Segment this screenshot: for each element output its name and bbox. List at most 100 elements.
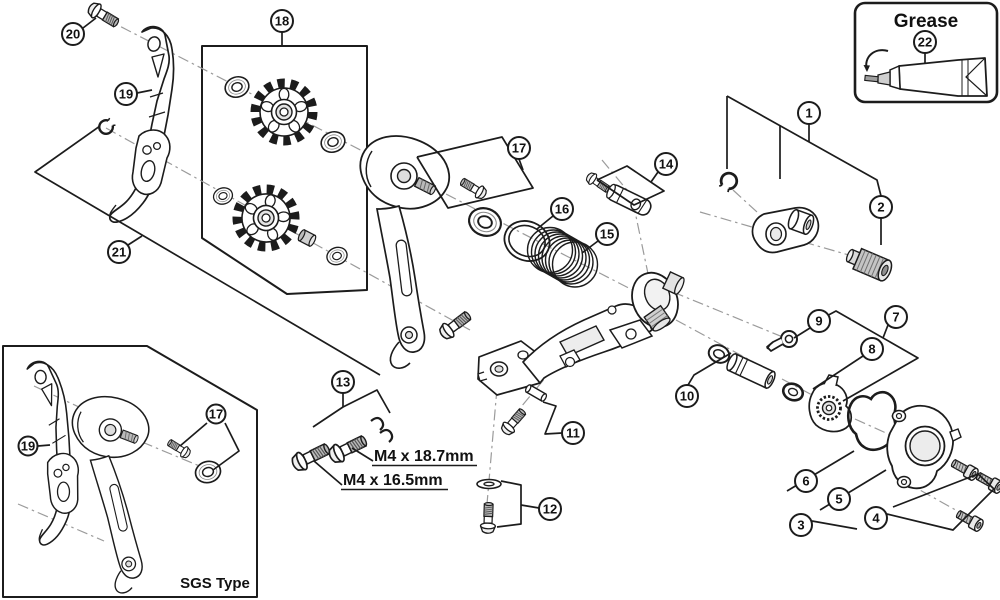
bracket-21 xyxy=(34,125,381,376)
switch-cover xyxy=(886,404,962,490)
pulley-assembly xyxy=(210,72,351,268)
spec-bolt-18-7 xyxy=(325,430,371,467)
callout-7: 7 xyxy=(884,305,908,329)
leader-19 xyxy=(136,89,153,94)
callout-circle-7 xyxy=(884,305,908,329)
pulley-group-box xyxy=(201,45,368,295)
callout-circle-15 xyxy=(595,222,619,246)
bolt-clip-1 xyxy=(370,416,385,431)
callout-circle-8 xyxy=(860,337,884,361)
callout-8: 8 xyxy=(860,337,884,361)
callout-circle-16 xyxy=(550,197,574,221)
callout-17: 17 xyxy=(507,136,531,160)
sgs-type-box xyxy=(2,345,258,598)
cover-bolt-3 xyxy=(953,507,986,534)
bracket-11 xyxy=(542,401,563,435)
leader-9 xyxy=(793,327,811,339)
callout-number-17: 17 xyxy=(512,141,526,156)
phantom-axis-2 xyxy=(486,387,498,505)
plate-stopper-bolt xyxy=(84,0,123,32)
callout-18: 18 xyxy=(270,9,294,33)
phantom-axis-6 xyxy=(672,291,791,341)
callout-12: 12 xyxy=(538,497,562,521)
callout-number-4: 4 xyxy=(872,511,880,526)
bolt-clip-2 xyxy=(379,428,394,443)
grease-tube xyxy=(863,49,988,97)
callout-circle-4 xyxy=(864,506,888,530)
callout-circle-22 xyxy=(913,30,937,54)
callout-circle-17 xyxy=(205,403,227,425)
sgs-outer-cage-plate xyxy=(69,391,167,598)
bracket-axle-unit xyxy=(751,206,820,254)
callout-number-2: 2 xyxy=(877,200,884,215)
cover-gasket xyxy=(846,390,897,452)
leader-15 xyxy=(581,240,599,254)
leader-16 xyxy=(536,215,554,230)
callout-1: 1 xyxy=(797,101,821,125)
pulley-bushing xyxy=(297,229,317,247)
callout-16: 16 xyxy=(550,197,574,221)
callout-number-5: 5 xyxy=(835,492,842,507)
callout-circle-5 xyxy=(827,487,851,511)
spec-bolt-16-5 xyxy=(288,438,334,475)
callout-circle-6 xyxy=(794,469,818,493)
leader-sgs-17-left xyxy=(179,422,208,447)
callout-circle-21 xyxy=(107,240,131,264)
leader-sgs-19 xyxy=(37,444,51,447)
callout-circle-2 xyxy=(869,195,893,219)
callout-circle-17 xyxy=(507,136,531,160)
rubber-ring xyxy=(781,382,805,402)
callout-number-8: 8 xyxy=(868,342,875,357)
bracket-14 xyxy=(596,165,665,206)
callout-number-22: 22 xyxy=(918,35,932,50)
pin-bolt xyxy=(498,405,530,438)
mount-bushing xyxy=(726,352,776,390)
callout-number-10: 10 xyxy=(680,389,694,404)
axle-bolt xyxy=(479,501,497,535)
callout-number-15: 15 xyxy=(600,227,614,242)
main-body xyxy=(477,270,685,396)
callout-number-1: 1 xyxy=(805,106,812,121)
callout-19: 19 xyxy=(17,435,39,457)
callout-number-14: 14 xyxy=(659,157,674,172)
cage-plate-bolt xyxy=(457,174,490,202)
callout-circle-1 xyxy=(797,101,821,125)
callout-number-16: 16 xyxy=(555,202,569,217)
callout-17: 17 xyxy=(205,403,227,425)
cage-tension-spring xyxy=(526,226,599,288)
callout-circle-9 xyxy=(807,309,831,333)
cable-fixing-plate xyxy=(606,183,652,216)
callout-22: 22 xyxy=(913,30,937,54)
callout-9: 9 xyxy=(807,309,831,333)
leader-spec-1 xyxy=(351,447,374,462)
callout-number-6: 6 xyxy=(802,474,809,489)
callout-14: 14 xyxy=(654,152,678,176)
callout-number-12: 12 xyxy=(543,502,557,517)
callout-number-19: 19 xyxy=(119,87,133,102)
bolt-spec-label-1: M4 x 18.7mm xyxy=(374,448,474,465)
leader-17 xyxy=(518,158,524,171)
leader-3 xyxy=(811,520,858,530)
callout-number-7: 7 xyxy=(892,310,899,325)
outer-cage-plate xyxy=(359,135,451,370)
layer-leader-lines xyxy=(34,17,995,531)
bracket-12 xyxy=(496,480,522,528)
callout-10: 10 xyxy=(675,384,699,408)
callout-number-21: 21 xyxy=(112,245,126,260)
callout-2: 2 xyxy=(869,195,893,219)
cage-plate-washer xyxy=(464,202,506,242)
cover-bolt-1 xyxy=(948,456,981,483)
sgs-cage-plate-washer xyxy=(192,457,224,487)
axle-unit-cap xyxy=(845,247,893,282)
flat-washer xyxy=(476,478,502,490)
grease-title: Grease xyxy=(894,11,958,32)
axle-e-ring xyxy=(714,168,742,196)
callout-circle-20 xyxy=(61,22,85,46)
bracket-17 xyxy=(416,136,534,209)
callout-21: 21 xyxy=(107,240,131,264)
